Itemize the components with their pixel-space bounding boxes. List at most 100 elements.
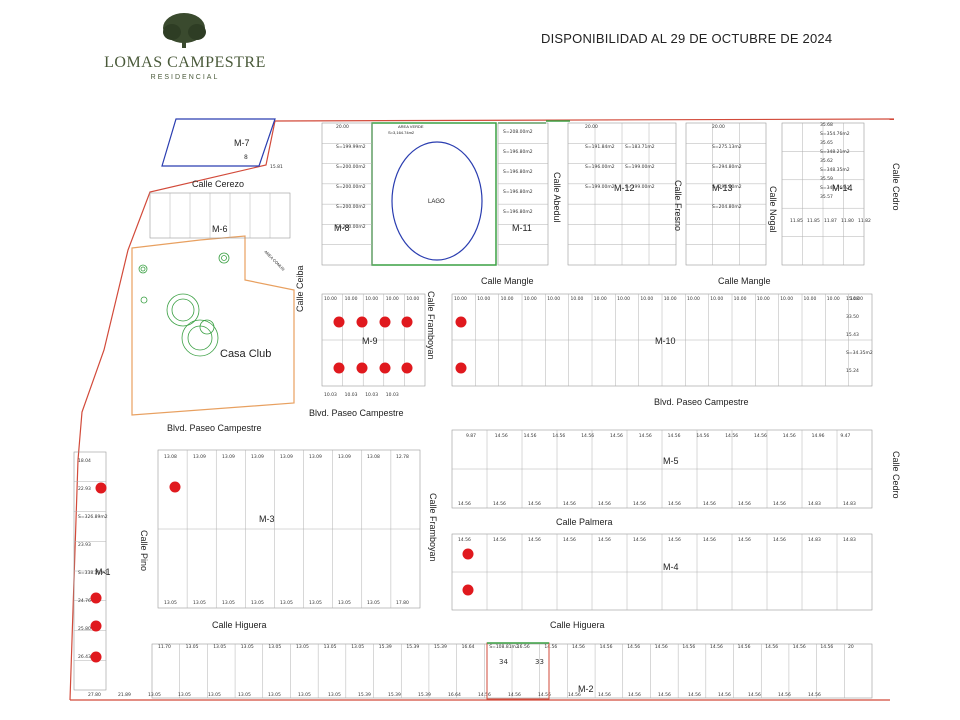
m3-bottom-text: 13.05 [164, 600, 177, 606]
m2-bottom-text: 14.56 [808, 692, 821, 698]
m5-top-text: 14.56 [524, 433, 537, 439]
m2-bottom-text: 14.56 [688, 692, 701, 698]
m12-lot-text: S=196.00m2 [585, 164, 615, 170]
sold-lot-marker [455, 362, 467, 374]
m4-top-text: 14.56 [598, 537, 611, 543]
m5-bottom-text: 14.56 [458, 501, 471, 507]
m3-top-text: 13.09 [193, 454, 206, 460]
m4-top-text: 14.56 [668, 537, 681, 543]
m1-lot-text: 18.04 [78, 458, 91, 464]
m10-top-text: 10.00 [804, 296, 817, 302]
m2-bottom-text: 14.56 [508, 692, 521, 698]
m1-lot-text: 26.43 [78, 654, 91, 660]
m5-bottom-text: 14.56 [563, 501, 576, 507]
m2-bottom-text: 15.39 [358, 692, 371, 698]
street-calle-nogal: Calle Nogal [768, 186, 778, 233]
m2-bottom-text: 13.05 [178, 692, 191, 698]
m5-bottom-text: 14.83 [808, 501, 821, 507]
m2-bottom-text: 14.56 [748, 692, 761, 698]
m3-top-text: 13.09 [309, 454, 322, 460]
street-calle-higuera-1: Calle Higuera [212, 620, 267, 630]
street-calle-pino: Calle Pino [139, 530, 149, 571]
m2-top-text: 14.56 [820, 644, 833, 650]
m5-bottom-text: 14.56 [738, 501, 751, 507]
m3-bottom-text: 13.05 [193, 600, 206, 606]
m2-top-text: 13.05 [186, 644, 199, 650]
m10-top-text: 10.00 [734, 296, 747, 302]
sold-lot-marker [462, 548, 474, 560]
m10-top-text: 10.00 [664, 296, 677, 302]
m2-bottom-text: 14.56 [658, 692, 671, 698]
m14-lot-text: S=348.21m2 [820, 149, 850, 155]
m14-lot-text: S=348.35m2 [820, 167, 850, 173]
m5-top-text: 14.56 [754, 433, 767, 439]
m11-lot-text: S=208.00m2 [503, 129, 533, 135]
m5-bottom-text: 14.56 [773, 501, 786, 507]
m2-bottom-text: 13.05 [148, 692, 161, 698]
street-calle-mangle-1: Calle Mangle [481, 276, 534, 286]
sold-lot-marker [90, 651, 102, 663]
block-label-m4: M-4 [663, 562, 679, 572]
m9-bottom-text: 10.03 [345, 392, 358, 398]
m10-right-text: 15.48 [846, 296, 859, 302]
brand-name: LOMAS CAMPESTRE [104, 54, 266, 71]
m2-bottom-text: 14.56 [778, 692, 791, 698]
block-label-m5: M-5 [663, 456, 679, 466]
m5-bottom-text: 14.83 [843, 501, 856, 507]
m4-top-text: 14.83 [808, 537, 821, 543]
m4-top-text: 14.56 [738, 537, 751, 543]
brand-subtitle: RESIDENCIAL [150, 74, 220, 81]
m2-top-text: 14.56 [738, 644, 751, 650]
sold-lot-marker [90, 592, 102, 604]
block-label-m6: M-6 [212, 224, 228, 234]
m4-top-text: 14.56 [493, 537, 506, 543]
m2-top-text: 15.39 [379, 644, 392, 650]
brand-logo: LOMAS CAMPESTRE RESIDENCIAL [100, 54, 270, 81]
m14-lot-text: 35.59 [820, 176, 833, 182]
street-blvd-3: Blvd. Paseo Campestre [654, 397, 749, 407]
m2-top-text: 13.05 [241, 644, 254, 650]
sold-lot-marker [401, 316, 413, 328]
m3-top-text: 13.08 [164, 454, 177, 460]
street-calle-mangle-2: Calle Mangle [718, 276, 771, 286]
m3-top-text: 13.09 [338, 454, 351, 460]
m1-lot-text: 24.76 [78, 598, 91, 604]
m5-bottom-text: 14.56 [703, 501, 716, 507]
street-calle-ceiba: Calle Ceiba [295, 265, 305, 312]
m10-top-text: 10.00 [850, 296, 863, 302]
m3-bottom-text: 13.05 [309, 600, 322, 606]
m5-top-text: 14.56 [581, 433, 594, 439]
block-label-m1: M-1 [95, 567, 111, 577]
sold-lot-marker [455, 316, 467, 328]
m11-lot-text: S=196.80m2 [503, 149, 533, 155]
m2-bottom-text: 27.80 [88, 692, 101, 698]
m2-bottom-text: 13.05 [238, 692, 251, 698]
m2-top-text: 14.56 [600, 644, 613, 650]
sold-markers [90, 316, 474, 663]
m10-top-text: 10.00 [594, 296, 607, 302]
m10-top-text: 10.00 [524, 296, 537, 302]
m10-right-text: 15.43 [846, 332, 859, 338]
m2-bottom-text: 13.05 [208, 692, 221, 698]
m2-lot-33: 33 [535, 658, 544, 666]
block-m7-outline [161, 118, 276, 167]
m2-top-text: 14.56 [765, 644, 778, 650]
m8-lot-text: S=200.00m2 [336, 164, 366, 170]
m3-bottom-text: 13.05 [338, 600, 351, 606]
m8-lot-text: S=200.00m2 [336, 224, 366, 230]
m5-bottom-text: 14.56 [493, 501, 506, 507]
street-blvd-2: Blvd. Paseo Campestre [309, 408, 404, 418]
sold-lot-marker [379, 362, 391, 374]
m5-bottom-text: 14.56 [668, 501, 681, 507]
block-label-m13: M-13 [712, 183, 733, 193]
m11-lot-text: S=196.80m2 [503, 209, 533, 215]
green-area-label: AREA VERDE [398, 124, 424, 129]
m14-bottom-text: 11.85 [790, 218, 803, 224]
m9-top-text: 10.00 [386, 296, 399, 302]
m2-bottom-text: 16.64 [448, 692, 461, 698]
m9-top-text: 10.00 [365, 296, 378, 302]
block-label-m8: M-8 [334, 223, 350, 233]
m5-top-text: 14.56 [725, 433, 738, 439]
m9-bottom-text: 10.03 [365, 392, 378, 398]
